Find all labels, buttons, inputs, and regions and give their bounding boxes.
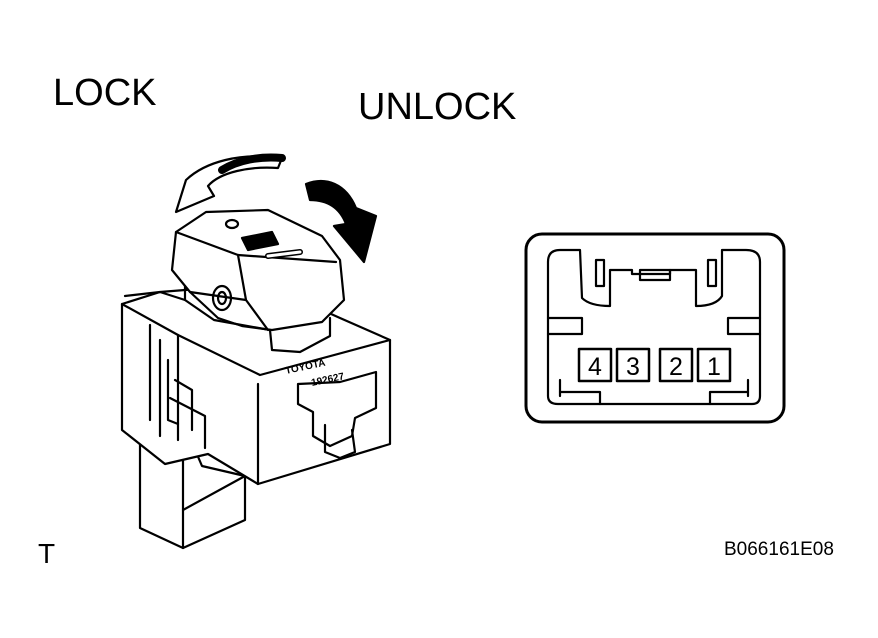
connector-pins: 4 3 2 1 xyxy=(577,347,732,383)
pin-4-box xyxy=(577,347,613,383)
pin-3-label: 3 xyxy=(626,353,640,381)
connector-face: 4 3 2 1 xyxy=(524,232,786,424)
unlock-rotation-arrow xyxy=(304,179,378,264)
pin-1-label: 1 xyxy=(707,353,721,381)
pin-4-label: 4 xyxy=(588,353,602,381)
lock-label: LOCK xyxy=(53,72,157,114)
pin-1-box xyxy=(696,347,732,383)
door-lock-switch: TOYOTA 192627 xyxy=(120,208,392,550)
unlock-label: UNLOCK xyxy=(358,86,517,128)
lock-rotation-arrow xyxy=(174,153,286,214)
figure-code: B066161E08 xyxy=(724,539,834,560)
view-mark: T xyxy=(38,538,56,569)
pin-2-label: 2 xyxy=(669,353,683,381)
pin-3-box xyxy=(615,347,651,383)
switch-knob xyxy=(170,208,346,332)
pin-2-box xyxy=(658,347,694,383)
